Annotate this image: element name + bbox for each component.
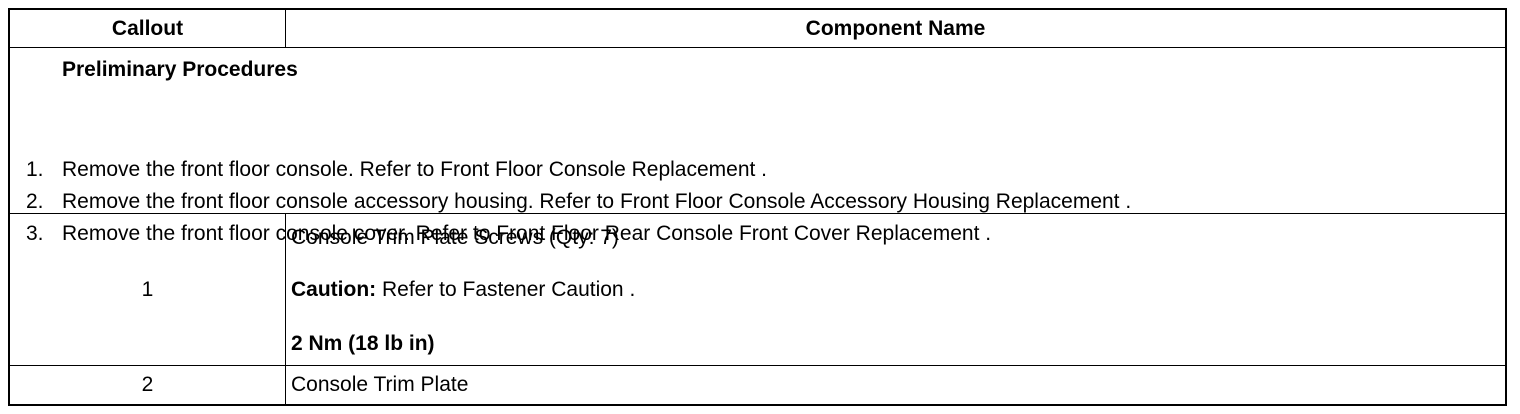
- callout-cell: 1: [10, 214, 286, 365]
- list-item: 2. Remove the front floor console accesso…: [26, 186, 1131, 218]
- preliminary-procedures-row: Preliminary Procedures 1. Remove the fron…: [10, 48, 1505, 245]
- caution-text: Refer to Fastener Caution .: [376, 278, 636, 301]
- procedure-table: Callout Component Name Preliminary Proce…: [8, 8, 1507, 406]
- step-text: Remove the front floor console. Refer to…: [62, 158, 767, 181]
- torque-spec: 2 Nm (18 lb in): [291, 332, 435, 355]
- step-number: 2.: [26, 190, 44, 213]
- caution-line: Caution: Refer to Fastener Caution .: [291, 278, 635, 302]
- step-text: Remove the front floor console cover. Re…: [62, 222, 992, 245]
- caution-label: Caution:: [291, 278, 377, 301]
- header-callout: Callout: [10, 10, 286, 47]
- step-text: Remove the front floor console accessory…: [62, 190, 1132, 213]
- step-number: 3.: [26, 222, 44, 245]
- component-cell: Console Trim Plate Screws (Qty: 7) Cauti…: [286, 214, 1505, 365]
- component-name: Console Trim Plate Screws (Qty: 7): [291, 226, 619, 249]
- preliminary-title: Preliminary Procedures: [62, 58, 298, 81]
- header-component-name: Component Name: [805, 16, 986, 40]
- callout-cell: 2: [10, 366, 286, 404]
- preliminary-steps-list: 1. Remove the front floor console. Refer …: [26, 154, 1131, 250]
- step-number: 1.: [26, 158, 44, 181]
- list-item: 3. Remove the front floor console cover. …: [26, 218, 1131, 250]
- table-row: 2 Console Trim Plate: [10, 366, 1505, 404]
- list-item: 1. Remove the front floor console. Refer …: [26, 154, 1131, 186]
- component-name: Console Trim Plate: [291, 373, 469, 396]
- table-row: 1 Console Trim Plate Screws (Qty: 7) Cau…: [10, 214, 1505, 366]
- table-header-row: Callout Component Name: [10, 10, 1505, 48]
